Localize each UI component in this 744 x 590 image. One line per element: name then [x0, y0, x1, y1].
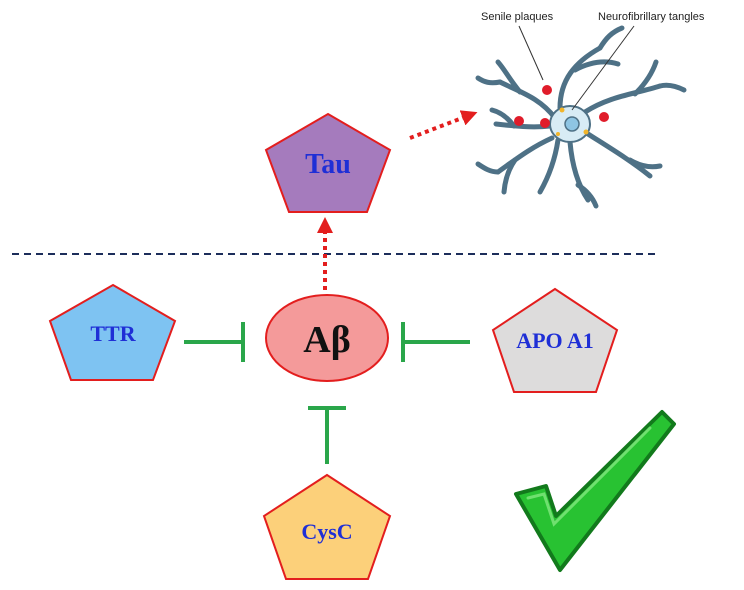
ttr-label: TTR [90, 321, 136, 346]
apoa1-node: APO A1 [491, 287, 619, 393]
apoa1-label: APO A1 [516, 328, 594, 353]
cysc-pentagon [262, 473, 392, 580]
abeta-ellipse [265, 294, 389, 382]
ttr-pentagon [48, 283, 177, 381]
ttr-inhibits-abeta [184, 322, 245, 362]
label-neurofibrillary-tangles: Neurofibrillary tangles [598, 11, 705, 23]
cysc-node: CysC [262, 473, 392, 580]
neuron-illustration: Senile plaques Neurofibrillary tangles [475, 11, 705, 209]
tau-label: Tau [305, 149, 351, 180]
apoa1-pentagon [491, 287, 619, 393]
abeta-label: Aβ [303, 319, 350, 361]
tau-node: Tau [264, 112, 392, 213]
check-mark-icon [514, 410, 676, 572]
cysc-inhibits-abeta [308, 406, 346, 464]
ttr-node: TTR [48, 283, 177, 381]
apoa1-inhibits-abeta [401, 322, 470, 362]
tau-to-neuron-arrow [409, 110, 478, 140]
tau-pentagon [264, 112, 392, 213]
cysc-label: CysC [301, 519, 352, 544]
abeta-node: Aβ [265, 294, 389, 382]
label-senile-plaques: Senile plaques [481, 11, 554, 23]
